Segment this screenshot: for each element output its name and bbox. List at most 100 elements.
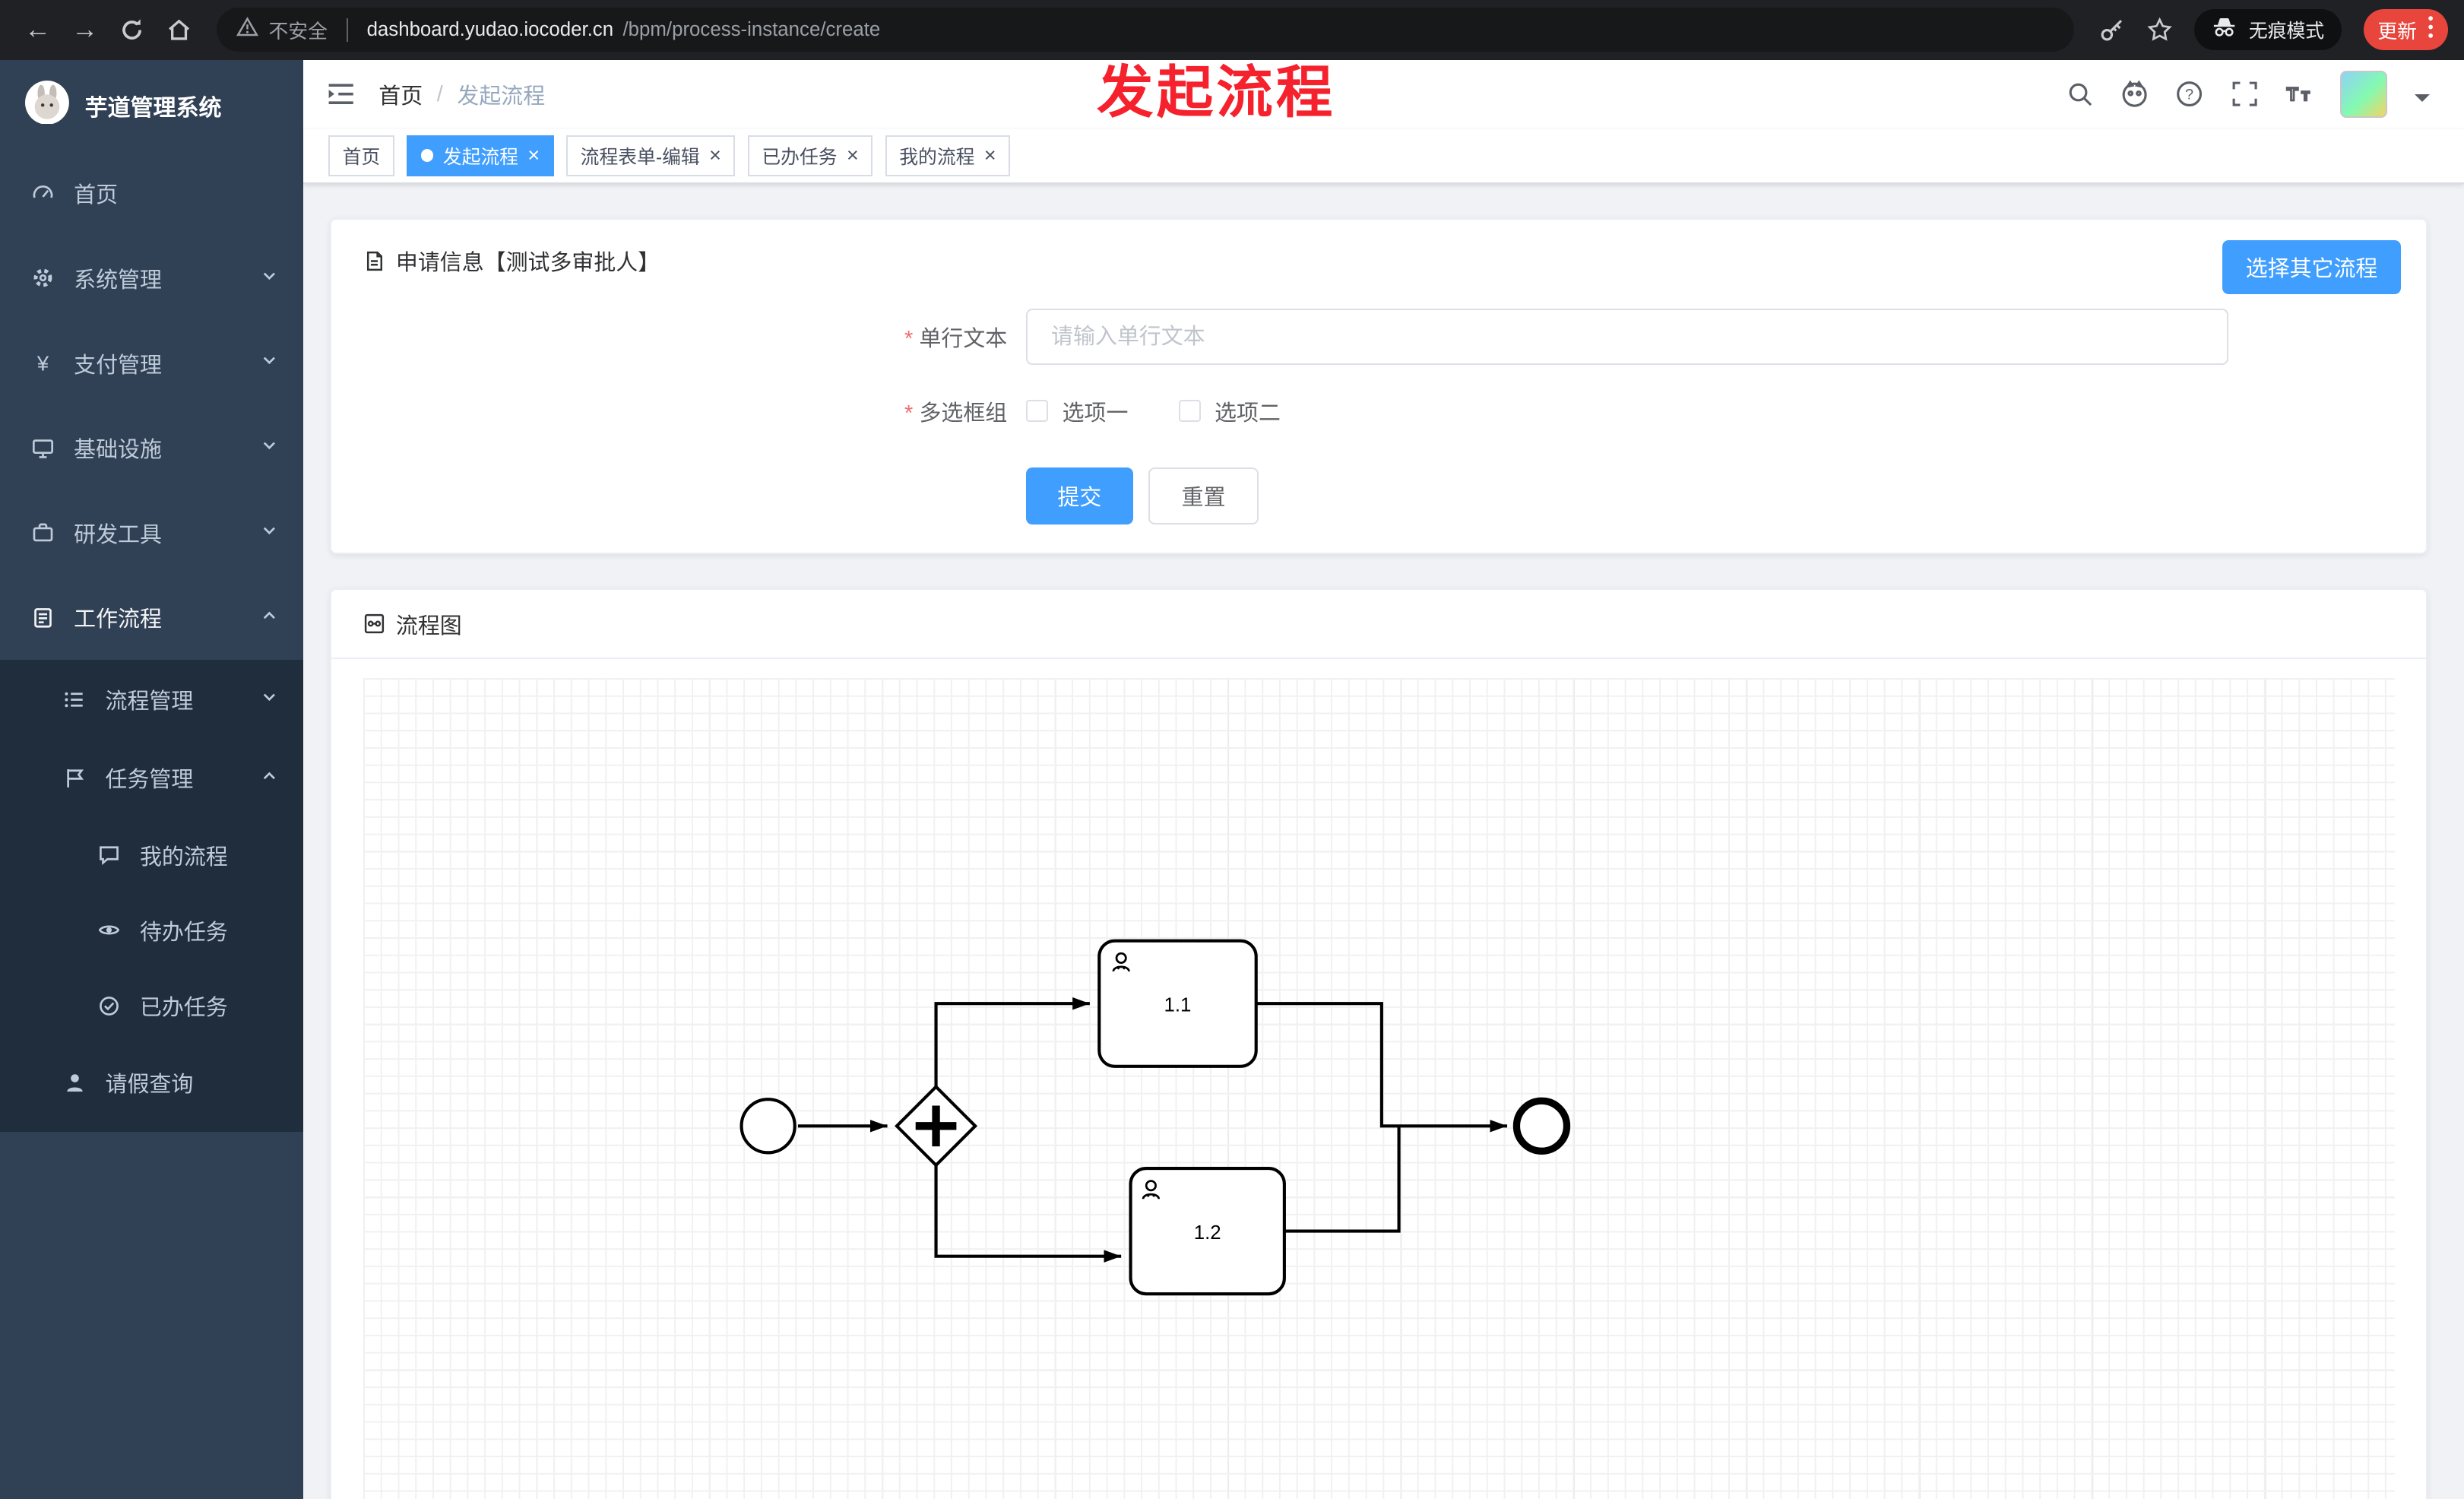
breadcrumb-home[interactable]: 首页	[378, 84, 423, 109]
checkbox-box-icon[interactable]	[1026, 400, 1048, 422]
sidebar-item-label: 任务管理	[105, 768, 194, 793]
chevron-down-icon	[261, 687, 278, 712]
svg-text:¥: ¥	[36, 352, 49, 376]
bpmn-canvas[interactable]: 1.1 1.2	[363, 678, 2396, 1499]
sidebar-item-label: 工作流程	[74, 607, 162, 632]
url-path: /bpm/process-instance/create	[622, 18, 881, 40]
gateway-plus-icon	[915, 1105, 956, 1147]
user-avatar[interactable]	[2340, 71, 2388, 119]
menu-dots-icon[interactable]	[2428, 14, 2434, 45]
task1-label: 1.1	[1164, 995, 1191, 1016]
bookmark-star-icon[interactable]	[2137, 8, 2181, 52]
check-circle-icon	[97, 994, 121, 1018]
field-label: *多选框组	[904, 401, 1008, 426]
tag-label: 流程表单-编辑	[580, 147, 700, 168]
flow-diagram-card: 流程图	[330, 588, 2428, 1499]
dashboard-icon	[31, 182, 55, 205]
tag-label: 已办任务	[762, 147, 838, 168]
tag-done-task[interactable]: 已办任务 ×	[747, 135, 873, 176]
fullscreen-icon[interactable]	[2231, 80, 2259, 108]
sidebar-item-todo-task[interactable]: 待办任务	[0, 892, 303, 968]
list-icon	[63, 688, 87, 711]
sidebar-item-leave-query[interactable]: 请假查询	[0, 1044, 303, 1122]
browser-chrome: ← → 不安全 dashboard.yudao.iocoder.cn/bpm/p…	[0, 0, 2464, 60]
chat-bubble-icon	[97, 843, 121, 867]
tag-home[interactable]: 首页	[328, 135, 394, 176]
close-icon[interactable]: ×	[983, 144, 996, 167]
help-icon[interactable]: ?	[2175, 80, 2203, 108]
choose-other-process-button[interactable]: 选择其它流程	[2222, 240, 2402, 294]
checkbox-box-icon[interactable]	[1178, 400, 1201, 422]
sidebar-item-infra[interactable]: 基础设施	[0, 405, 303, 490]
chevron-up-icon	[261, 605, 278, 630]
close-icon[interactable]: ×	[709, 144, 721, 167]
reset-button[interactable]: 重置	[1148, 467, 1259, 524]
eye-icon	[97, 918, 121, 942]
update-button[interactable]: 更新	[2363, 9, 2449, 51]
avatar-caret-icon[interactable]	[2414, 94, 2430, 109]
apply-info-card: 申请信息【测试多审批人】 选择其它流程 *单行文本 *多选框组	[330, 218, 2428, 554]
app-logo: 芋道管理系统	[0, 60, 303, 151]
sidebar-collapse-icon[interactable]	[325, 78, 356, 109]
chevron-down-icon	[261, 350, 278, 376]
sidebar-item-task-mgmt[interactable]: 任务管理	[0, 739, 303, 817]
forward-icon[interactable]: →	[71, 14, 99, 45]
incognito-icon	[2211, 14, 2238, 46]
checkbox-option-1[interactable]: 选项一	[1026, 395, 1128, 427]
address-bar[interactable]: 不安全 dashboard.yudao.iocoder.cn/bpm/proce…	[217, 8, 2075, 52]
back-icon[interactable]: ←	[24, 14, 52, 45]
apply-card-title: 申请信息【测试多审批人】	[395, 251, 660, 276]
user-task-1-node[interactable]	[1097, 939, 1258, 1069]
sidebar-item-system[interactable]: 系统管理	[0, 236, 303, 321]
submit-button[interactable]: 提交	[1026, 467, 1133, 524]
chevron-down-icon	[261, 436, 278, 461]
task2-label: 1.2	[1193, 1222, 1221, 1244]
checkbox-option-2[interactable]: 选项二	[1178, 395, 1281, 427]
checkbox-label: 选项二	[1215, 401, 1281, 426]
github-icon[interactable]	[2120, 80, 2149, 108]
sidebar-item-workflow[interactable]: 工作流程	[0, 575, 303, 661]
tag-label: 发起流程	[442, 147, 518, 168]
required-asterisk: *	[904, 327, 914, 351]
flow-card-title: 流程图	[395, 613, 462, 639]
close-icon[interactable]: ×	[846, 144, 859, 167]
form-buttons: 提交 重置	[1026, 467, 2426, 524]
password-key-icon[interactable]	[2090, 8, 2134, 52]
required-asterisk: *	[904, 401, 914, 426]
flow-task2-to-end	[1284, 1126, 1401, 1233]
sidebar-item-done-task[interactable]: 已办任务	[0, 968, 303, 1044]
sidebar-item-my-process[interactable]: 我的流程	[0, 817, 303, 892]
warning-icon	[236, 15, 259, 44]
sidebar-item-devtools[interactable]: 研发工具	[0, 490, 303, 575]
sidebar-item-label: 待办任务	[139, 920, 228, 945]
breadcrumb: 首页 / 发起流程	[378, 78, 545, 110]
sidebar-item-label: 请假查询	[105, 1073, 194, 1098]
update-label: 更新	[2377, 21, 2417, 43]
reload-icon[interactable]	[110, 8, 154, 52]
svg-text:T: T	[2287, 84, 2298, 105]
url-host: dashboard.yudao.iocoder.cn	[366, 18, 614, 40]
tag-form-edit[interactable]: 流程表单-编辑 ×	[566, 135, 736, 176]
tag-start-process[interactable]: 发起流程 ×	[407, 135, 554, 176]
search-icon[interactable]	[2066, 80, 2094, 108]
sidebar-item-label: 已办任务	[139, 996, 228, 1021]
sidebar-item-label: 研发工具	[74, 522, 162, 547]
active-dot-icon	[420, 149, 434, 162]
sidebar-item-payment[interactable]: ¥ 支付管理	[0, 321, 303, 406]
single-line-text-input[interactable]	[1026, 308, 2228, 366]
user-task-2-node[interactable]	[1129, 1167, 1286, 1296]
flow-card-header: 流程图	[331, 590, 2427, 660]
sidebar-item-process-mgmt[interactable]: 流程管理	[0, 660, 303, 738]
svg-text:T: T	[2301, 89, 2310, 103]
close-icon[interactable]: ×	[527, 144, 540, 167]
end-event-node[interactable]	[1512, 1097, 1570, 1155]
gear-icon	[31, 266, 55, 290]
clipboard-icon	[31, 606, 55, 629]
sidebar-item-home[interactable]: 首页	[0, 151, 303, 236]
incognito-label: 无痕模式	[2248, 21, 2325, 43]
start-event-node[interactable]	[740, 1098, 797, 1155]
tag-my-process[interactable]: 我的流程 ×	[885, 135, 1011, 176]
home-icon[interactable]	[157, 8, 201, 52]
